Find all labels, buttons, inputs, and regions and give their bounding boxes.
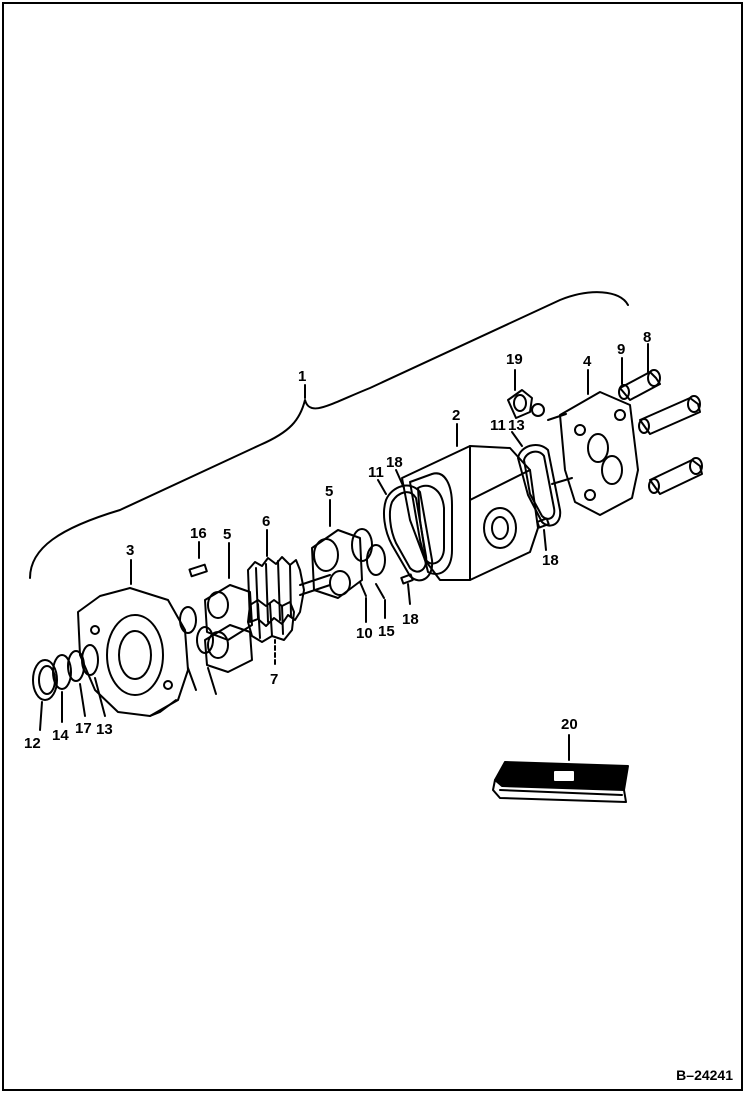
body-seal-right-part (517, 443, 562, 529)
callout-14: 14 (52, 727, 69, 744)
shaft-seal-rings-part (32, 644, 99, 701)
callout-9: 9 (617, 341, 625, 358)
callout-18a: 18 (386, 454, 403, 471)
body-seal-left-part (383, 484, 434, 585)
callout-10: 10 (356, 625, 373, 642)
callout-19: 19 (506, 351, 523, 368)
leader-12 (39, 701, 43, 731)
callout-11a: 11 (368, 464, 384, 481)
bushing-block-left-part (204, 584, 253, 673)
callout-12: 12 (24, 735, 41, 752)
rear-cover-part (547, 391, 639, 516)
cap-screws-part (618, 369, 703, 495)
leader-18c (543, 529, 547, 551)
end-cover-flange-part (77, 587, 189, 717)
idler-gear-part (247, 599, 295, 643)
leader-18b (407, 583, 411, 605)
leader-11b (511, 431, 523, 447)
callout-13b: 13 (508, 417, 525, 434)
leader-13a (94, 677, 106, 717)
bushing-block-right-part (311, 529, 363, 599)
pump-body-part (401, 445, 539, 581)
callout-18b: 18 (402, 611, 419, 628)
callout-15a: 15 (378, 623, 395, 640)
callout-16: 16 (190, 525, 207, 542)
fitting-part (507, 389, 545, 419)
figure-reference-code: B–24241 (676, 1067, 733, 1083)
callout-6: 6 (262, 513, 270, 530)
callout-20: 20 (561, 716, 578, 733)
callout-2: 2 (452, 407, 460, 424)
callout-4: 4 (583, 353, 592, 370)
snap-rings-center-part (351, 528, 386, 599)
callout-17: 17 (75, 720, 92, 737)
callout-5b: 5 (325, 483, 333, 500)
leader-17 (79, 683, 86, 717)
assembly-bracket (29, 291, 629, 579)
callout-5a: 5 (223, 526, 231, 543)
callout-13a: 13 (96, 721, 113, 738)
snap-rings-left-part (179, 606, 217, 695)
callout-7: 7 (270, 671, 278, 688)
decal-kit-part (492, 761, 629, 803)
callout-11b: 11 (490, 417, 506, 434)
callout-18c: 18 (542, 552, 559, 569)
callout-1: 1 (298, 368, 306, 385)
key-part (188, 563, 208, 578)
callout-8: 8 (643, 329, 651, 346)
leader-11a (377, 479, 387, 495)
callout-3: 3 (126, 542, 134, 559)
